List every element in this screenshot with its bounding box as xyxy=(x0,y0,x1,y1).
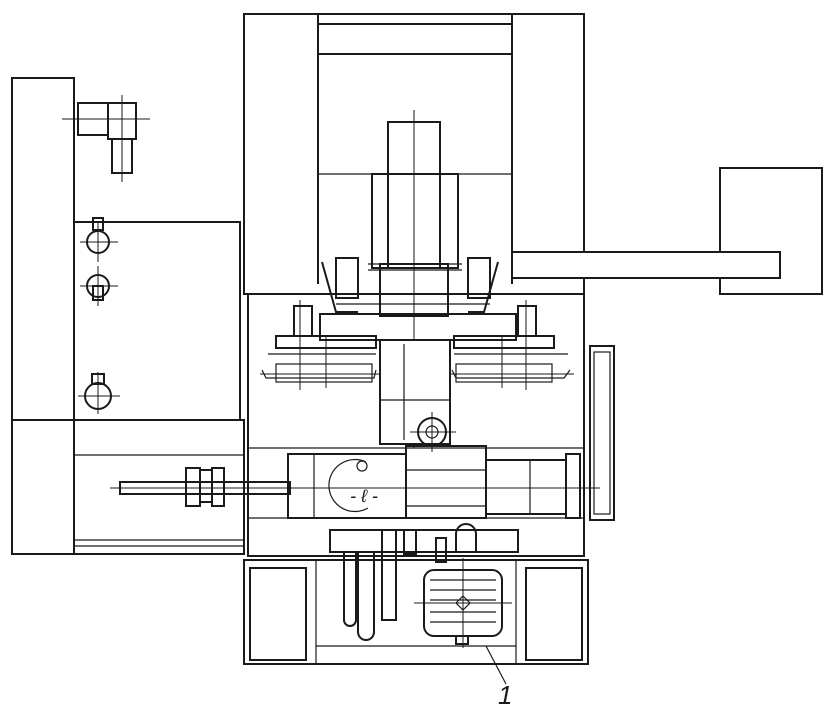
clamp-lower xyxy=(78,372,120,414)
axis-marker: - ℓ - xyxy=(350,486,378,506)
clamp-upper xyxy=(80,217,118,262)
motor xyxy=(414,558,512,648)
lower-fittings xyxy=(329,523,519,641)
base xyxy=(243,559,589,665)
callout-leader xyxy=(485,645,507,685)
callout-label-motor: 1 xyxy=(498,680,513,710)
cross-slide xyxy=(319,313,517,445)
guide-assembly-right xyxy=(450,300,574,390)
guide-assembly-left xyxy=(260,300,380,390)
right-door xyxy=(589,345,615,521)
elbow-fitting xyxy=(62,95,150,182)
clamp-middle xyxy=(80,266,118,306)
main-shaft: - ℓ - xyxy=(110,445,600,519)
right-arm xyxy=(511,167,823,295)
left-housing xyxy=(11,77,245,555)
main-frame xyxy=(243,13,585,295)
